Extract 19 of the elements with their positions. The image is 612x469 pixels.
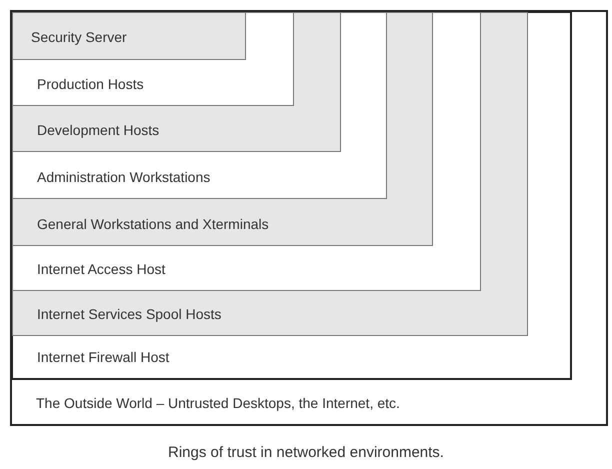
ring-label: The Outside World – Untrusted Desktops, the Internet, etc. [36,395,400,411]
ring-label: Security Server [31,29,127,45]
ring-box [12,12,433,246]
ring-box [12,12,294,106]
ring-label: Development Hosts [37,122,160,138]
ring-box [12,12,481,291]
ring-box [10,10,608,426]
ring-label: Internet Access Host [37,261,166,277]
ring-label: Internet Firewall Host [37,349,170,365]
ring-box [12,12,387,199]
ring-box [12,12,246,60]
ring-box [12,12,528,336]
ring-label: Administration Workstations [37,169,210,185]
ring-label: General Workstations and Xterminals [37,216,269,232]
caption: Rings of trust in networked environments. [167,444,445,461]
ring-label: Internet Services Spool Hosts [37,306,222,322]
ring-label: Production Hosts [37,76,144,92]
ring-box [12,12,341,152]
ring-box [11,11,572,380]
